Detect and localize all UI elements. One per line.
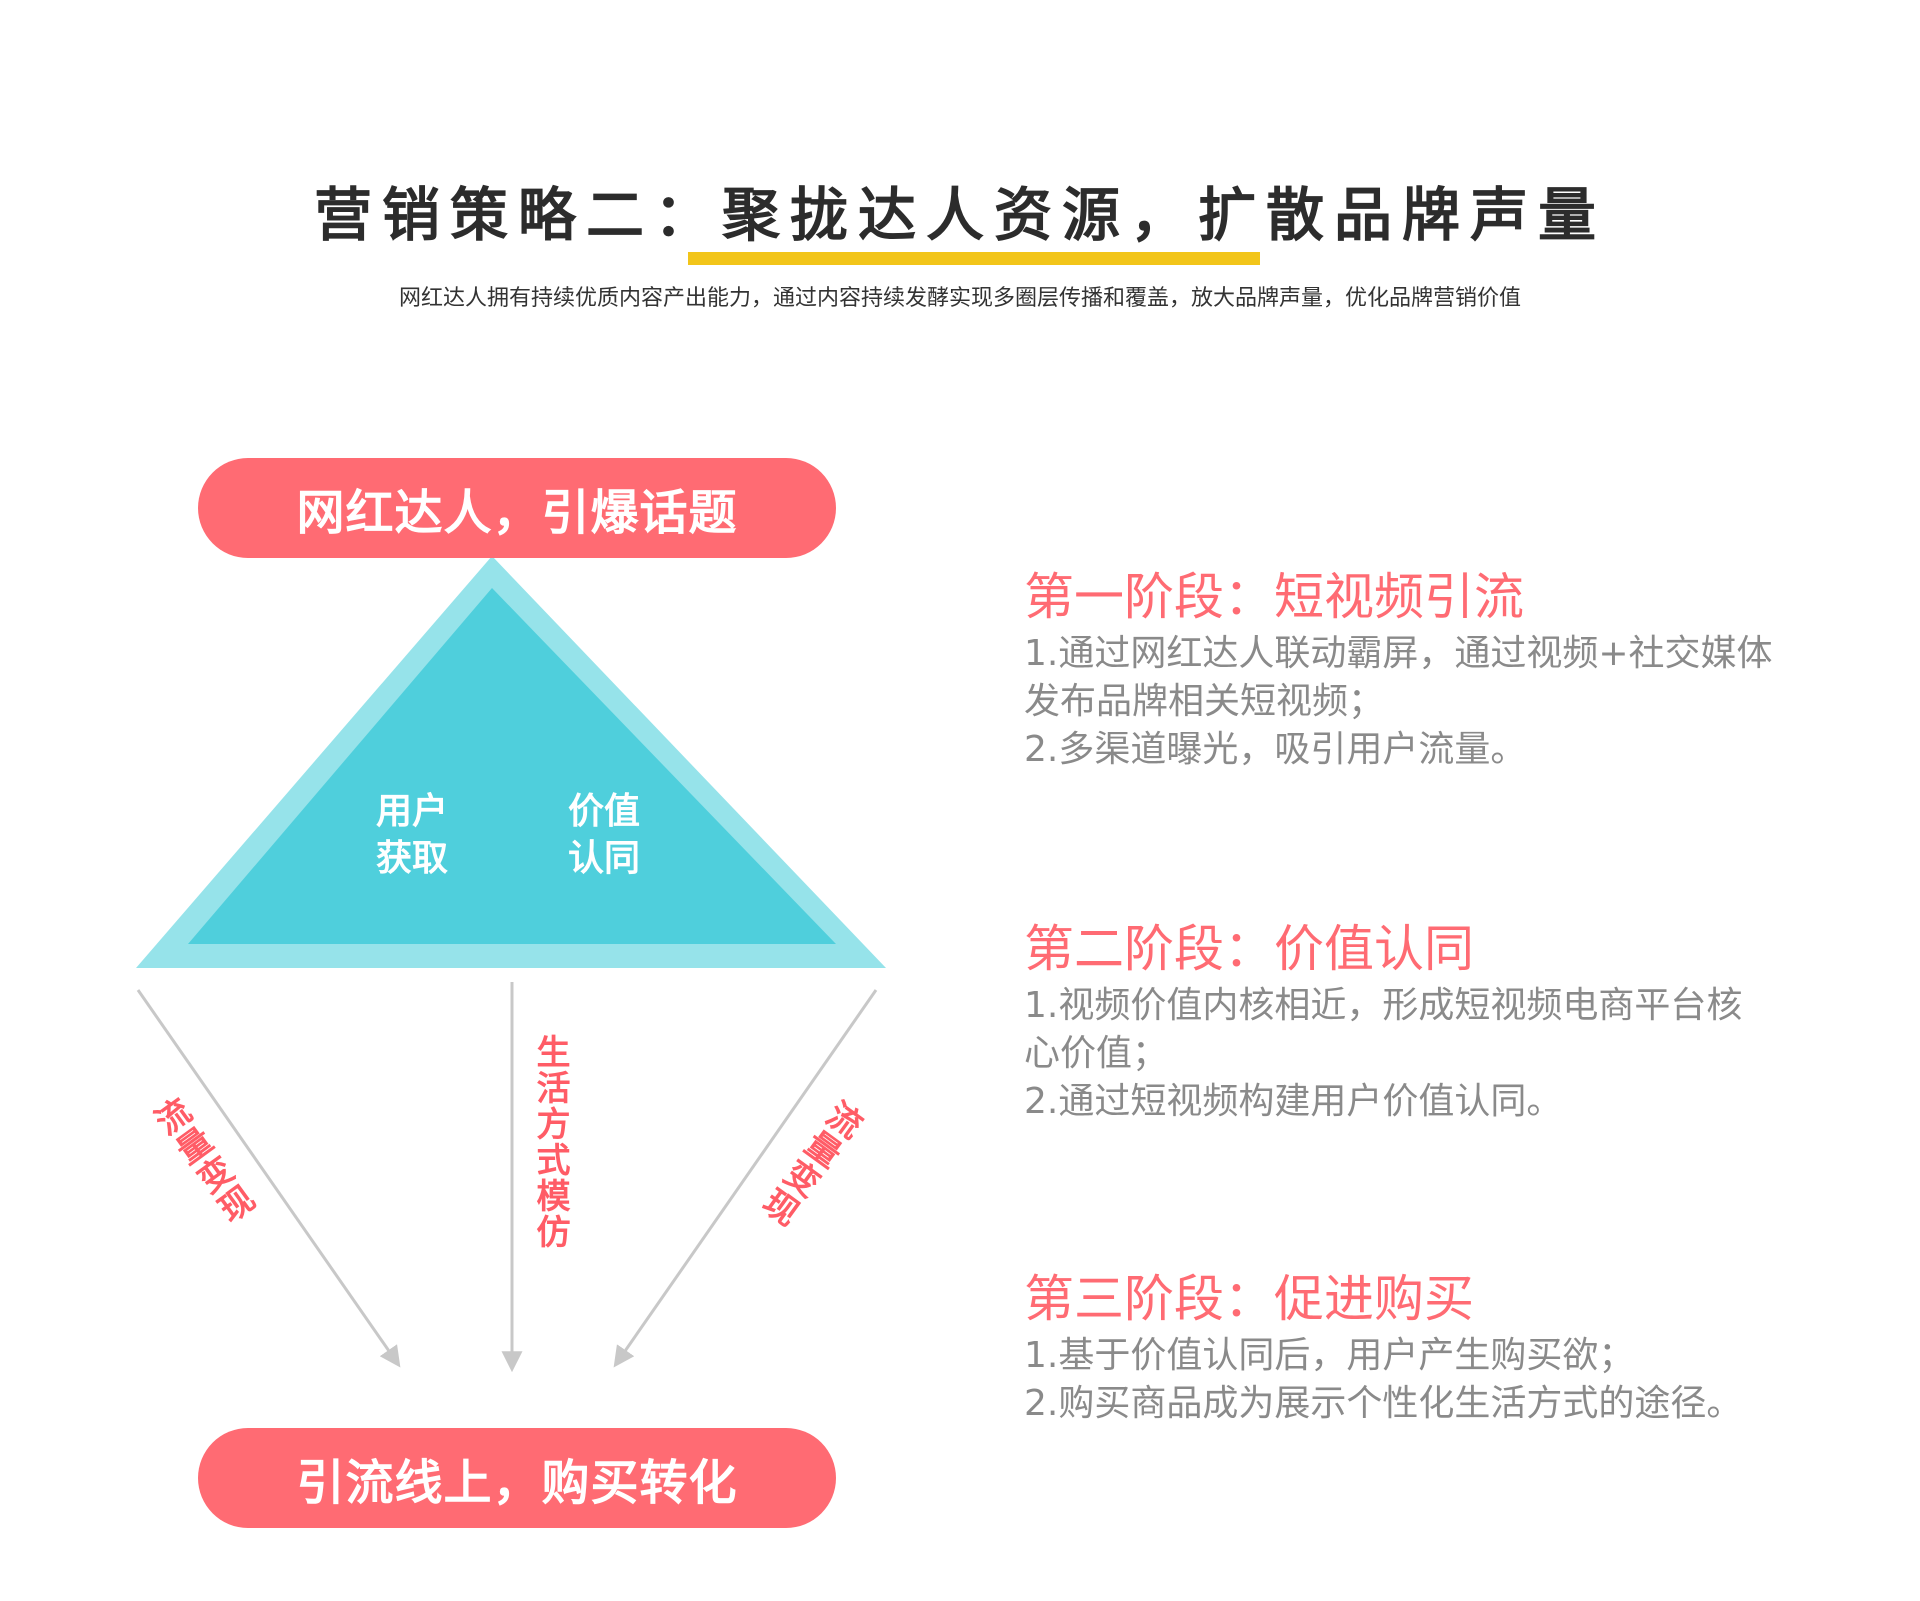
stage-line: 1.通过网红达人联动霸屏，通过视频+社交媒体 (1024, 633, 1773, 674)
arrow-label-right: 流量变现 (751, 1091, 869, 1232)
triangle-inner (188, 588, 836, 944)
stage-line: 2.多渠道曝光，吸引用户流量。 (1024, 729, 1527, 770)
stage-line: 心价值； (1024, 1033, 1169, 1074)
bottom-pill: 引流线上，购买转化 (198, 1428, 836, 1528)
triangle-label-user-acquisition: 用户 获取 (375, 791, 448, 879)
stage-block: 第二阶段：价值认同 1.视频价值内核相近，形成短视频电商平台核 心价值； 2.通… (1024, 918, 1864, 1126)
stage-line: 2.通过短视频构建用户价值认同。 (1024, 1081, 1563, 1122)
title-underline (688, 252, 1260, 265)
stage-line: 1.视频价值内核相近，形成短视频电商平台核 (1024, 985, 1743, 1026)
arrow-right (613, 989, 878, 1368)
stage-title: 第一阶段：短视频引流 (1024, 568, 1524, 626)
stage-title: 第三阶段：促进购买 (1024, 1270, 1474, 1328)
stage-line: 发布品牌相关短视频； (1024, 681, 1385, 722)
arrow-label-middle: 生活方式模仿 (530, 1034, 570, 1250)
page-title: 营销策略二：聚拢达人资源，扩散品牌声量 (313, 181, 1606, 249)
page-subtitle: 网红达人拥有持续优质内容产出能力，通过内容持续发酵实现多圈层传播和覆盖，放大品牌… (398, 286, 1521, 311)
stage-block: 第三阶段：促进购买 1.基于价值认同后，用户产生购买欲； 2.购买商品成为展示个… (1024, 1268, 1864, 1428)
top-pill: 网红达人，引爆话题 (198, 458, 836, 558)
arrow-left (136, 989, 401, 1368)
stage-title: 第二阶段：价值认同 (1024, 920, 1474, 978)
stage-block: 第一阶段：短视频引流 1.通过网红达人联动霸屏，通过视频+社交媒体 发布品牌相关… (1024, 566, 1864, 774)
triangle-outer (136, 556, 886, 968)
stage-line: 1.基于价值认同后，用户产生购买欲； (1024, 1335, 1635, 1376)
triangle-label-value-recognition: 价值 认同 (567, 791, 640, 879)
stage-line: 2.购买商品成为展示个性化生活方式的途径。 (1024, 1383, 1743, 1424)
arrow-label-left: 流量变现 (143, 1092, 261, 1233)
